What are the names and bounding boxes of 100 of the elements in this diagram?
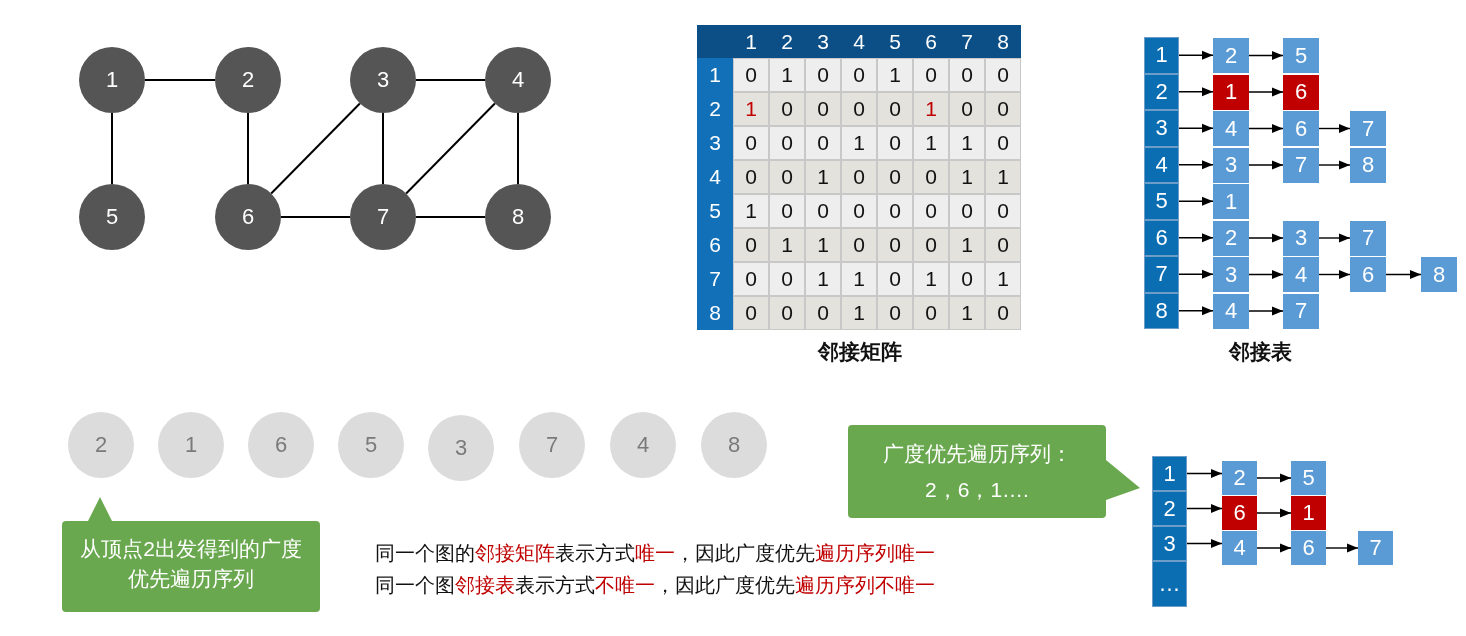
table-cell: 0 (841, 228, 877, 262)
caption: 邻接矩阵 (816, 339, 903, 365)
arrow (1248, 124, 1284, 133)
head-cell: 2 (1152, 491, 1187, 526)
connector-line (111, 112, 113, 185)
table-cell: 0 (733, 262, 769, 296)
row-header: 7 (697, 262, 733, 296)
table-cell: 1 (913, 92, 949, 126)
table-cell: 1 (949, 160, 985, 194)
table-cell: 0 (733, 58, 769, 92)
vertex-circle: 4 (485, 47, 551, 113)
list-node-box: 7 (1283, 293, 1319, 329)
vertex-circle: 6 (215, 184, 281, 250)
list-node-box: 2 (1213, 38, 1249, 73)
arrow (1318, 160, 1351, 170)
arrow (1248, 306, 1284, 316)
arrow (1186, 504, 1223, 513)
table-cell: 1 (877, 58, 913, 92)
table-cell: 0 (949, 92, 985, 126)
column-header: 3 (805, 25, 841, 58)
speech-bubble (848, 425, 1140, 518)
table-cell: 0 (913, 296, 949, 330)
table-cell: 0 (949, 58, 985, 92)
arrow (1178, 269, 1214, 279)
table-cell: 0 (877, 194, 913, 228)
sequence-circle: 6 (248, 412, 314, 478)
table-cell: 0 (985, 194, 1021, 228)
arrow (1186, 539, 1223, 548)
table-cell: 0 (877, 296, 913, 330)
connector-line (144, 79, 216, 81)
table-cell: 0 (769, 296, 805, 330)
column-header: 1 (733, 25, 769, 58)
table-cell: 0 (913, 160, 949, 194)
list-node-box: 4 (1213, 111, 1249, 146)
list-node-box: 2 (1222, 461, 1257, 495)
arrow (1248, 51, 1284, 60)
head-cell: 3 (1144, 110, 1179, 147)
note-text: 同一个图邻接表表示方式不唯一，因此广度优先遍历序列不唯一 (375, 572, 935, 598)
table-cell: 1 (769, 58, 805, 92)
arrow (1178, 50, 1214, 60)
arrow (1256, 543, 1292, 553)
table-cell: 0 (805, 296, 841, 330)
connector-line (280, 216, 351, 218)
arrow (1318, 124, 1351, 133)
list-node-box: 5 (1291, 461, 1326, 495)
list-node-box: 7 (1350, 220, 1386, 256)
row-header: 5 (697, 194, 733, 228)
callout-text: 2，6，1…. (924, 477, 1030, 503)
table-cell: 0 (841, 194, 877, 228)
arrow (1178, 306, 1214, 316)
head-cell: 7 (1144, 256, 1179, 293)
table-cell: 1 (841, 126, 877, 160)
list-node-box: 1 (1213, 184, 1249, 219)
table-cell: 0 (733, 160, 769, 194)
table-cell: 0 (733, 296, 769, 330)
column-header: 6 (913, 25, 949, 58)
table-cell: 0 (841, 160, 877, 194)
head-cell: 8 (1144, 292, 1179, 329)
sequence-circle: 3 (428, 415, 494, 481)
vertex-circle: 2 (215, 47, 281, 113)
speech-bubble (62, 497, 320, 612)
column-header: 7 (949, 25, 985, 58)
connector-line (415, 79, 486, 81)
head-cell: 6 (1144, 219, 1179, 256)
table-cell: 0 (949, 262, 985, 296)
table-cell: 0 (733, 228, 769, 262)
row-header: 1 (697, 58, 733, 92)
arrow (1256, 473, 1292, 483)
row-header: 6 (697, 228, 733, 262)
arrow (1318, 270, 1351, 279)
table-cell: 0 (877, 126, 913, 160)
list-node-box: 1 (1291, 496, 1326, 530)
list-node-box: 4 (1213, 293, 1249, 329)
table-cell: 0 (769, 194, 805, 228)
table-cell: 0 (913, 194, 949, 228)
arrow (1178, 196, 1214, 206)
head-cell: 1 (1144, 37, 1179, 74)
arrow (1248, 160, 1284, 170)
vertex-circle: 8 (485, 184, 551, 250)
table-cell: 0 (733, 126, 769, 160)
table-cell: 0 (877, 262, 913, 296)
sequence-circle: 4 (610, 412, 676, 478)
connector-line (415, 216, 486, 218)
column-header: 8 (985, 25, 1021, 58)
table-cell: 0 (841, 58, 877, 92)
table-cell: 0 (877, 160, 913, 194)
table-cell: 1 (985, 160, 1021, 194)
column-header: 5 (877, 25, 913, 58)
arrow (1178, 160, 1214, 170)
sequence-circle: 7 (519, 412, 585, 478)
head-cell: … (1152, 561, 1187, 607)
note-text: 同一个图的邻接矩阵表示方式唯一，因此广度优先遍历序列唯一 (375, 540, 935, 566)
connector-line (382, 112, 384, 185)
table-cell: 0 (949, 194, 985, 228)
list-node-box: 7 (1283, 147, 1319, 183)
table-cell: 1 (913, 262, 949, 296)
table-cell: 1 (949, 228, 985, 262)
table-cell: 1 (985, 262, 1021, 296)
table-cell: 1 (913, 126, 949, 160)
connector-line (247, 112, 249, 185)
